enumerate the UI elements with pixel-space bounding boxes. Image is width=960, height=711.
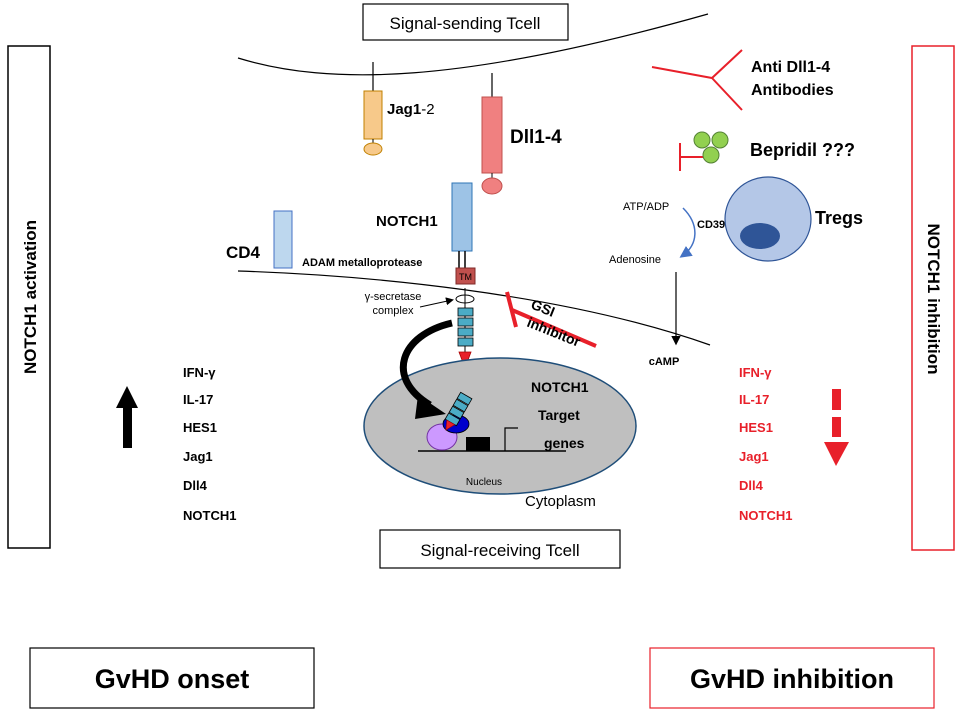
gamma-secretase-label-1: γ-secretase — [365, 291, 422, 303]
cytoplasm-label: Cytoplasm — [525, 493, 596, 510]
left-marker: Dll4 — [183, 478, 208, 493]
left-marker: NOTCH1 — [183, 508, 236, 523]
jag-ligand: Jag1-2 — [363, 62, 435, 156]
right-marker: HES1 — [739, 420, 773, 435]
bepridil: Bepridil ??? — [679, 131, 855, 171]
tregs-label: Tregs — [815, 208, 863, 228]
cd4-label: CD4 — [226, 243, 261, 262]
right-marker: Jag1 — [739, 449, 769, 464]
receiving-cell-membrane — [237, 270, 711, 346]
dll-label: Dll1-4 — [510, 127, 562, 148]
signal-sending-tcell: Signal-sending Tcell — [237, 3, 709, 76]
right-marker-list: IFN-γ IL-17 HES1 Jag1 Dll4 NOTCH1 — [739, 365, 792, 523]
cd4-receptor: CD4 — [226, 210, 293, 269]
translocation-arrow — [399, 319, 453, 408]
right-marker: Dll4 — [739, 478, 764, 493]
tm-label: TM — [459, 272, 472, 282]
notch1-receptor: NOTCH1 TM — [376, 182, 476, 370]
nicd-in-nucleus — [444, 391, 473, 431]
sending-cell-membrane — [237, 13, 709, 76]
signal-receiving-label: Signal-receiving Tcell — [420, 541, 579, 560]
adam-label: ADAM metalloprotease — [302, 257, 422, 269]
nucleus-label: Nucleus — [466, 477, 502, 488]
target-gene-box — [466, 437, 490, 451]
treg-nucleus — [740, 223, 780, 249]
bepridil-label: Bepridil ??? — [750, 140, 855, 160]
translocation-arrow-head — [415, 395, 446, 419]
right-marker: IL-17 — [739, 392, 769, 407]
target-genes-2: Target — [538, 407, 580, 423]
anti-dll-antibody: Anti Dll1-4 Antibodies — [651, 49, 834, 111]
right-side-panel: NOTCH1 inhibition — [911, 45, 955, 551]
right-marker: IFN-γ — [739, 365, 772, 380]
gamma-secretase-pointer — [419, 297, 454, 308]
gvhd-inhibition-label: GvHD inhibition — [690, 664, 894, 694]
dashed-down-arrow-icon — [824, 389, 849, 466]
left-marker: IL-17 — [183, 392, 213, 407]
gvhd-onset-box: GvHD onset — [29, 647, 315, 709]
left-side-panel: NOTCH1 activation — [7, 45, 51, 549]
nucleus: Nucleus NOTCH1 Target genes — [363, 357, 637, 495]
gsi-label-2: inhibitor — [525, 314, 583, 350]
right-marker: NOTCH1 — [739, 508, 792, 523]
gamma-secretase-label-2: complex — [373, 305, 414, 317]
anti-dll-label-2: Antibodies — [751, 82, 834, 99]
notch1-activation-label: NOTCH1 activation — [21, 220, 40, 374]
notch1-label: NOTCH1 — [376, 213, 438, 230]
transcription-start — [504, 427, 518, 451]
gvhd-inhibition-box: GvHD inhibition — [649, 647, 935, 709]
signal-sending-label: Signal-sending Tcell — [390, 14, 541, 33]
left-marker-list: IFN-γ IL-17 HES1 Jag1 Dll4 NOTCH1 — [183, 365, 236, 523]
left-marker: Jag1 — [183, 449, 213, 464]
gsi-inhibitor: GSI inhibitor — [505, 291, 597, 350]
notch1-inhibition-label: NOTCH1 inhibition — [924, 223, 943, 374]
atp-adp-label: ATP/ADP — [623, 201, 669, 213]
atp-to-adenosine-arrow — [679, 207, 696, 258]
up-arrow-icon — [116, 386, 138, 448]
camp-label: cAMP — [649, 356, 680, 368]
left-marker: HES1 — [183, 420, 217, 435]
treg-cell — [724, 176, 812, 262]
signal-receiving-tcell: Signal-receiving Tcell — [379, 529, 621, 569]
target-genes-1: NOTCH1 — [531, 379, 589, 395]
anti-dll-label-1: Anti Dll1-4 — [751, 59, 830, 76]
adenosine-label: Adenosine — [609, 254, 661, 266]
gvhd-onset-label: GvHD onset — [95, 664, 250, 694]
left-marker: IFN-γ — [183, 365, 216, 380]
dll-ligand: Dll1-4 — [481, 73, 562, 195]
tregs-cd39: Tregs CD39 ATP/ADP Adenosine cAMP — [609, 176, 863, 368]
jag-label: Jag1-2 — [387, 101, 435, 118]
target-genes-3: genes — [544, 435, 585, 451]
cd39-label: CD39 — [697, 219, 725, 231]
tm-domain — [455, 267, 476, 285]
